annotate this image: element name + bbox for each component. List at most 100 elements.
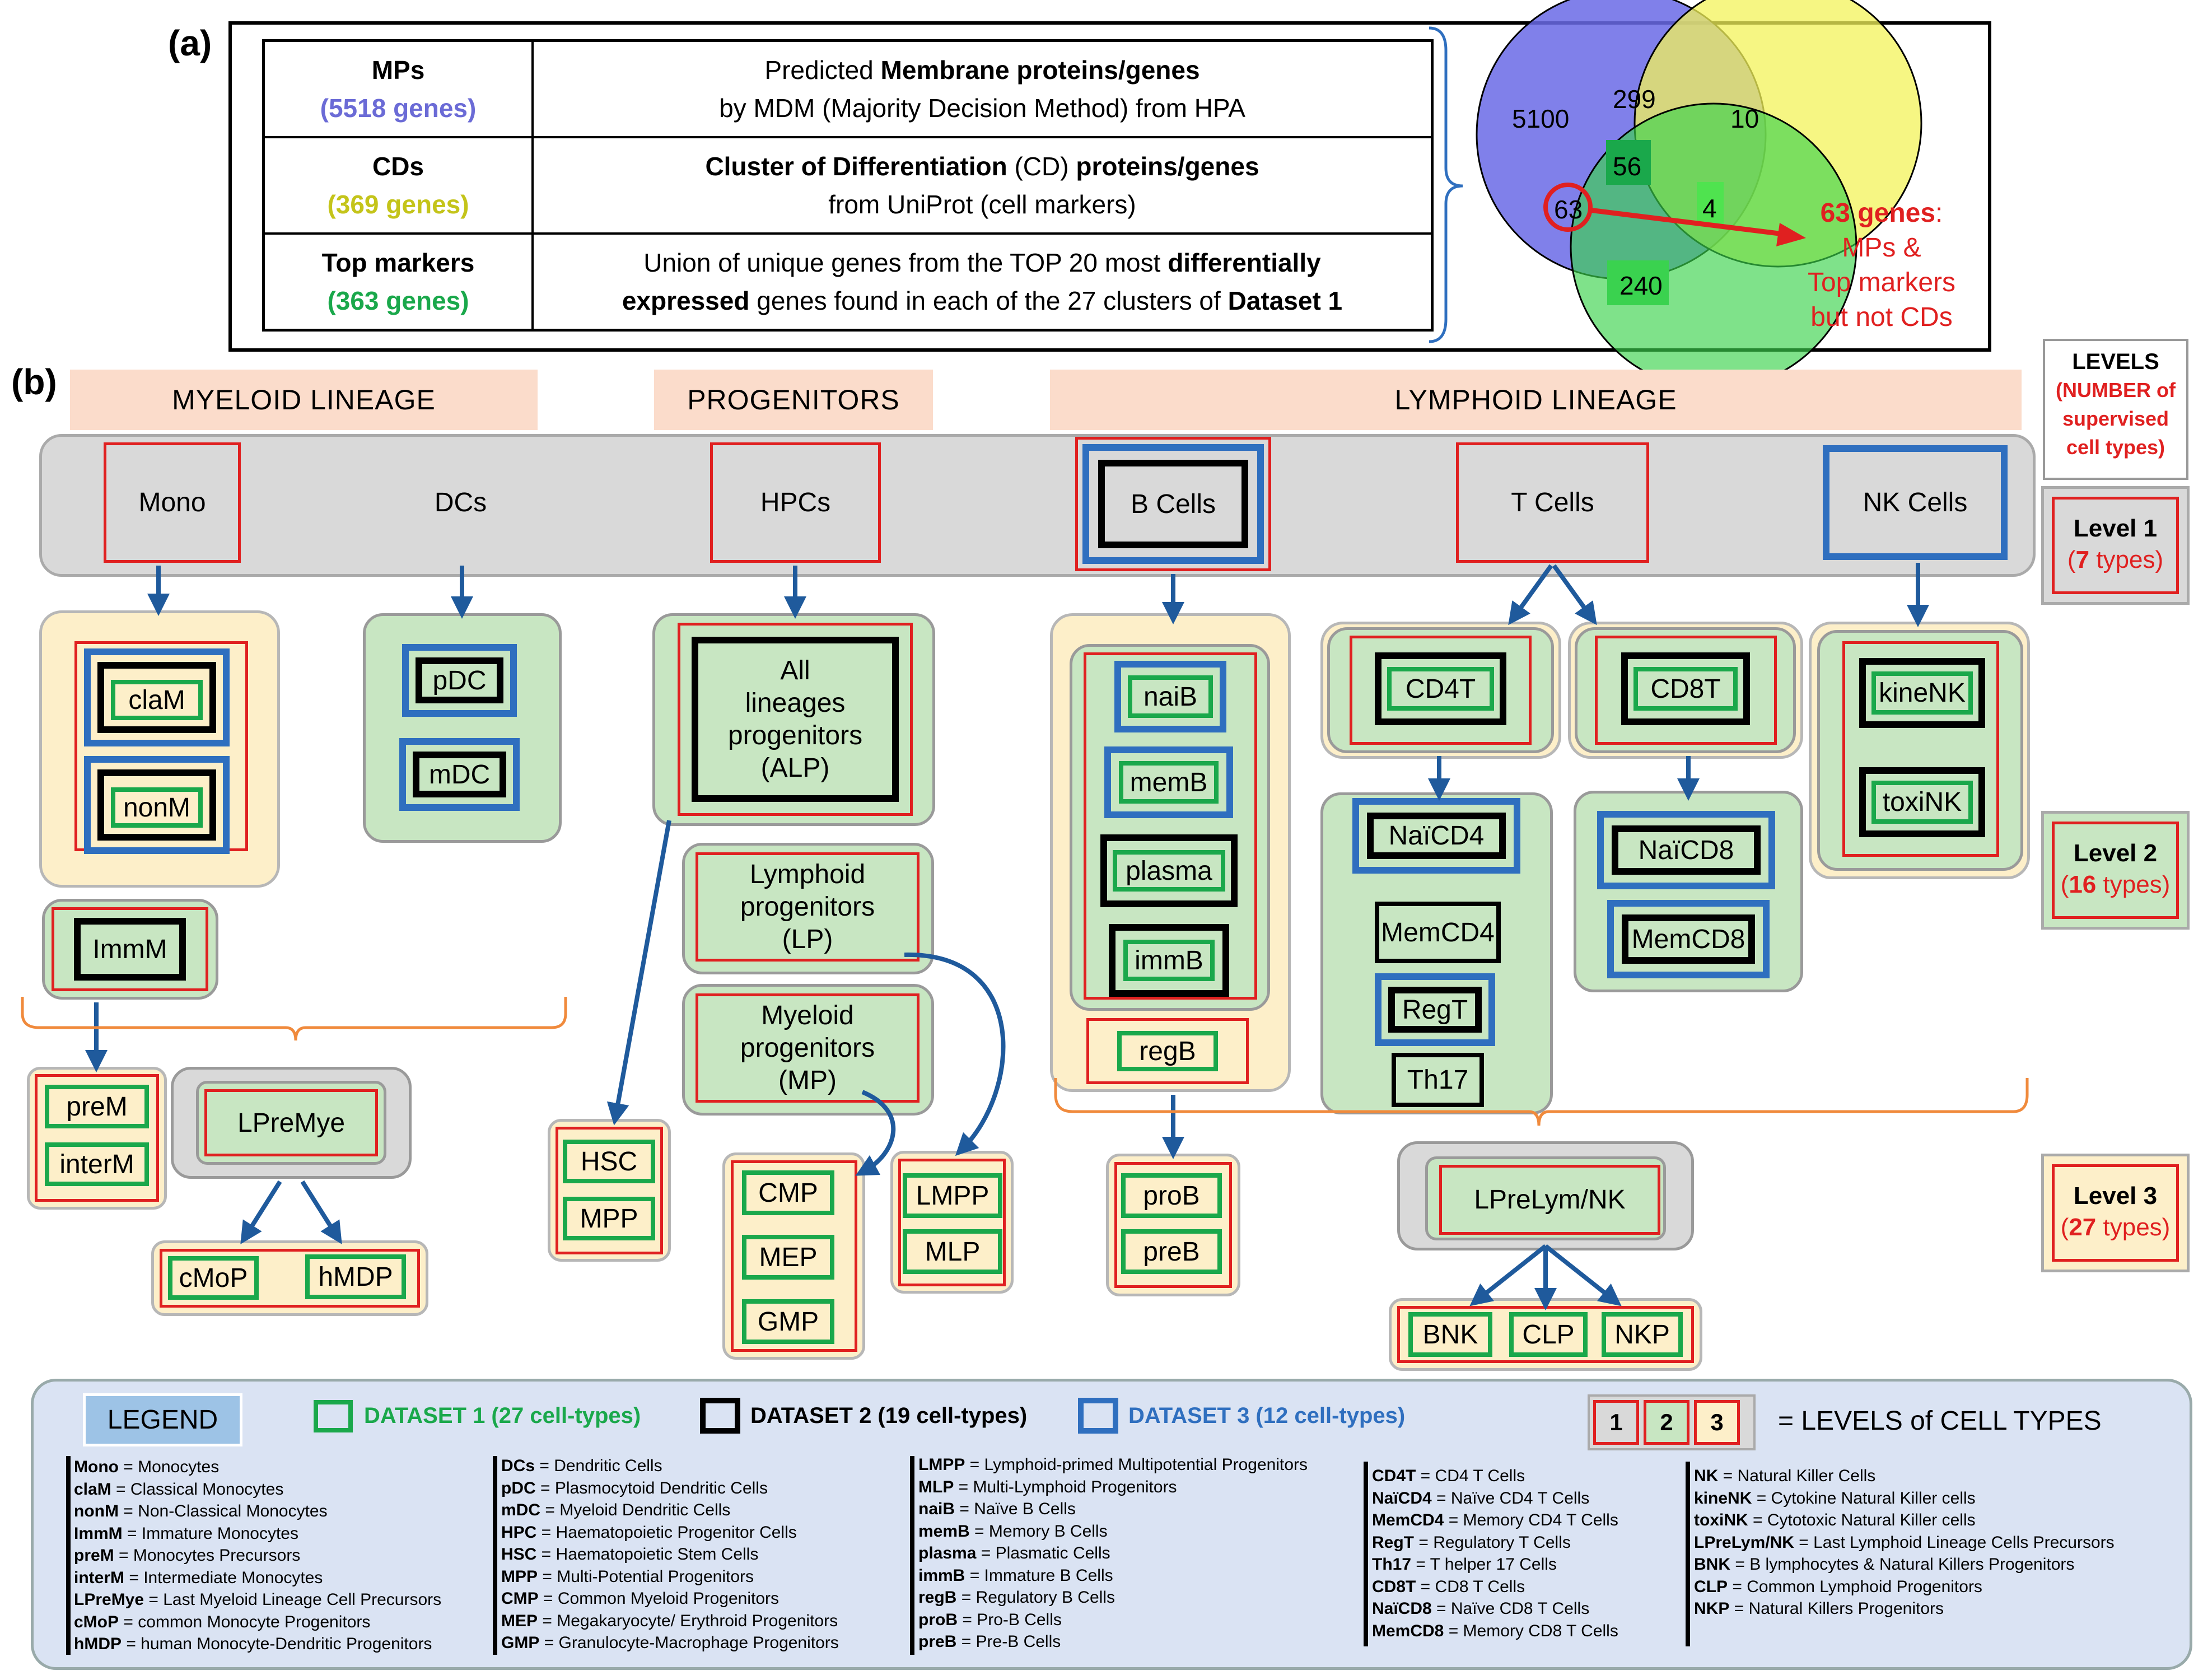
legend-level-3: 3 xyxy=(1694,1400,1740,1445)
node-dcs: DCs xyxy=(434,488,487,517)
node-CD8T: CD8T xyxy=(1633,667,1738,711)
level-count-suffix: types) xyxy=(2096,1214,2171,1241)
venn-callout-line: but not CDs xyxy=(1810,302,1953,332)
venn-value: 10 xyxy=(1730,104,1759,133)
legend-entry: ImmM = Immature Monocytes xyxy=(74,1523,441,1545)
table-row: Top markers(363 genes) Union of unique g… xyxy=(262,232,1434,332)
legend-abbrev: HSC xyxy=(501,1545,537,1564)
legend-definition: = Common Myeloid Progenitors xyxy=(538,1589,780,1608)
level-2-badge: Level 2 (16 types) xyxy=(2041,811,2190,930)
legend-definition: = Cytokine Natural Killer cells xyxy=(1752,1488,1976,1508)
legend-abbrev: BNK xyxy=(1694,1555,1730,1574)
node-Th17: Th17 xyxy=(1392,1053,1484,1107)
node-interM: interM xyxy=(45,1142,149,1186)
node-memB-blue: memB xyxy=(1104,746,1233,818)
legend-entry: proB = Pro-B Cells xyxy=(918,1609,1308,1631)
node-plasma-black: plasma xyxy=(1100,834,1238,907)
legend-ds1-label: DATASET 1 (27 cell-types) xyxy=(364,1403,641,1428)
group-cmp-red xyxy=(731,1160,857,1352)
legend-entry: memB = Memory B Cells xyxy=(918,1520,1308,1543)
legend-entry: plasma = Plasmatic Cells xyxy=(918,1542,1308,1565)
node-immB: immB xyxy=(1123,940,1215,981)
legend-abbrev: CD8T xyxy=(1372,1577,1416,1596)
legend-definition: = Regulatory T Cells xyxy=(1414,1533,1571,1552)
group-cmop xyxy=(151,1240,428,1316)
legend-entry: cMoP = common Monocyte Progenitors xyxy=(74,1611,441,1634)
gene-sets-table: MPs(5518 genes) Predicted Membrane prote… xyxy=(262,39,1434,332)
legend-definition: = T helper 17 Cells xyxy=(1411,1555,1557,1574)
venn-value: 56 xyxy=(1613,152,1642,181)
levels-subtitle: (NUMBER of xyxy=(2056,379,2176,402)
node-pDC: pDC xyxy=(416,657,503,703)
legend-entry: toxiNK = Cytotoxic Natural Killer cells xyxy=(1694,1509,2115,1532)
legend-definition: = Naïve CD4 T Cells xyxy=(1431,1488,1590,1508)
legend-entry: CD8T = CD8 T Cells xyxy=(1372,1576,1618,1598)
legend-entry: CD4T = CD4 T Cells xyxy=(1372,1465,1618,1487)
node-naiB: naiB xyxy=(1128,675,1213,718)
node-toxiNK-black: toxiNK xyxy=(1859,767,1985,837)
legend-abbrev: CLP xyxy=(1694,1577,1728,1596)
legend-abbrev: MPP xyxy=(501,1567,538,1586)
legend-abbrev: CMP xyxy=(501,1589,539,1608)
level-count-num: 16 xyxy=(2069,871,2097,898)
node-NaiCD8: NaïCD8 xyxy=(1612,825,1761,875)
group-cd8t-green xyxy=(1575,627,1796,753)
legend-col-2 xyxy=(493,1456,497,1655)
legend-definition: = common Monocyte Progenitors xyxy=(119,1612,371,1631)
node-kineNK-black: kineNK xyxy=(1859,658,1985,728)
legend-ds2-swatch xyxy=(700,1398,740,1434)
legend-abbrev: naiB xyxy=(918,1500,955,1518)
node-regB-red: regB xyxy=(1086,1018,1249,1084)
legend-abbrev: preB xyxy=(918,1632,957,1651)
node-mDC-blue: mDC xyxy=(399,738,520,811)
legend-entry: LPreMye = Last Myeloid Lineage Cell Prec… xyxy=(74,1589,441,1611)
legend-abbrev: ImmM xyxy=(74,1524,123,1543)
legend-abbrev: NaïCD4 xyxy=(1372,1488,1432,1508)
legend-entry: immB = Immature B Cells xyxy=(918,1565,1308,1587)
node-CLP: CLP xyxy=(1509,1312,1588,1357)
legend-definition: = Plasmocytoid Dendritic Cells xyxy=(535,1478,768,1497)
legend-abbrev: Mono xyxy=(74,1458,119,1476)
legend-abbrev: plasma xyxy=(918,1544,977,1562)
legend-definition: = Myeloid Dendritic Cells xyxy=(540,1501,731,1519)
node-hMDP: hMDP xyxy=(305,1254,406,1299)
level-1-count: (7 types) xyxy=(2067,546,2163,573)
level-count-suffix: types) xyxy=(2096,871,2171,898)
node-lp: Lymphoid progenitors (LP) xyxy=(696,852,920,962)
set-desc: genes found in each of the 27 clusters o… xyxy=(749,286,1228,315)
legend-entry: MEP = Megakaryocyte/ Erythroid Progenito… xyxy=(501,1610,839,1632)
set-name: CDs xyxy=(372,151,424,181)
legend-definition: = Memory B Cells xyxy=(969,1522,1108,1541)
table-row: CDs(369 genes) Cluster of Differentiatio… xyxy=(262,136,1434,235)
legend-list-3: LMPP = Lymphoid-primed Multipotential Pr… xyxy=(918,1454,1308,1653)
legend-entry: GMP = Granulocyte-Macrophage Progenitors xyxy=(501,1632,839,1654)
legend-abbrev: NKP xyxy=(1694,1599,1730,1618)
level-1-inner: Level 1 (7 types) xyxy=(2052,497,2179,594)
node-MLP: MLP xyxy=(903,1229,1002,1274)
group-nk-red xyxy=(1842,641,1999,857)
node-claM-black: claM xyxy=(97,662,216,733)
alp-line: (ALP) xyxy=(760,753,830,783)
panel-b-label: (b) xyxy=(11,362,57,402)
legend-entry: MLP = Multi-Lymphoid Progenitors xyxy=(918,1476,1308,1499)
legend-definition: = CD4 T Cells xyxy=(1416,1467,1525,1485)
levels-subtitle: cell types) xyxy=(2066,436,2165,459)
legend-entry: CMP = Common Myeloid Progenitors xyxy=(501,1588,839,1610)
legend-entry: kineNK = Cytokine Natural Killer cells xyxy=(1694,1487,2115,1510)
legend-entry: HPC = Haematopoietic Progenitor Cells xyxy=(501,1522,839,1544)
legend-definition: = Monocytes xyxy=(118,1458,220,1476)
legend-definition: = Multi-Lymphoid Progenitors xyxy=(954,1477,1177,1496)
legend-level-1: 1 xyxy=(1593,1400,1639,1445)
level-count-suffix: types) xyxy=(2089,546,2164,573)
legend-definition: = CD8 T Cells xyxy=(1416,1577,1525,1596)
legend-definition: = Common Lymphoid Progenitors xyxy=(1728,1577,1982,1596)
legend-abbrev: RegT xyxy=(1372,1533,1414,1552)
group-lmpp-red xyxy=(898,1159,1006,1286)
legend-definition: = Lymphoid-primed Multipotential Progeni… xyxy=(965,1455,1308,1474)
venn-highlight-63 xyxy=(1543,183,1593,232)
level-1-band xyxy=(39,434,2036,577)
set-desc: by MDM (Majority Decision Method) from H… xyxy=(719,94,1245,123)
node-mono: Mono xyxy=(104,442,241,563)
